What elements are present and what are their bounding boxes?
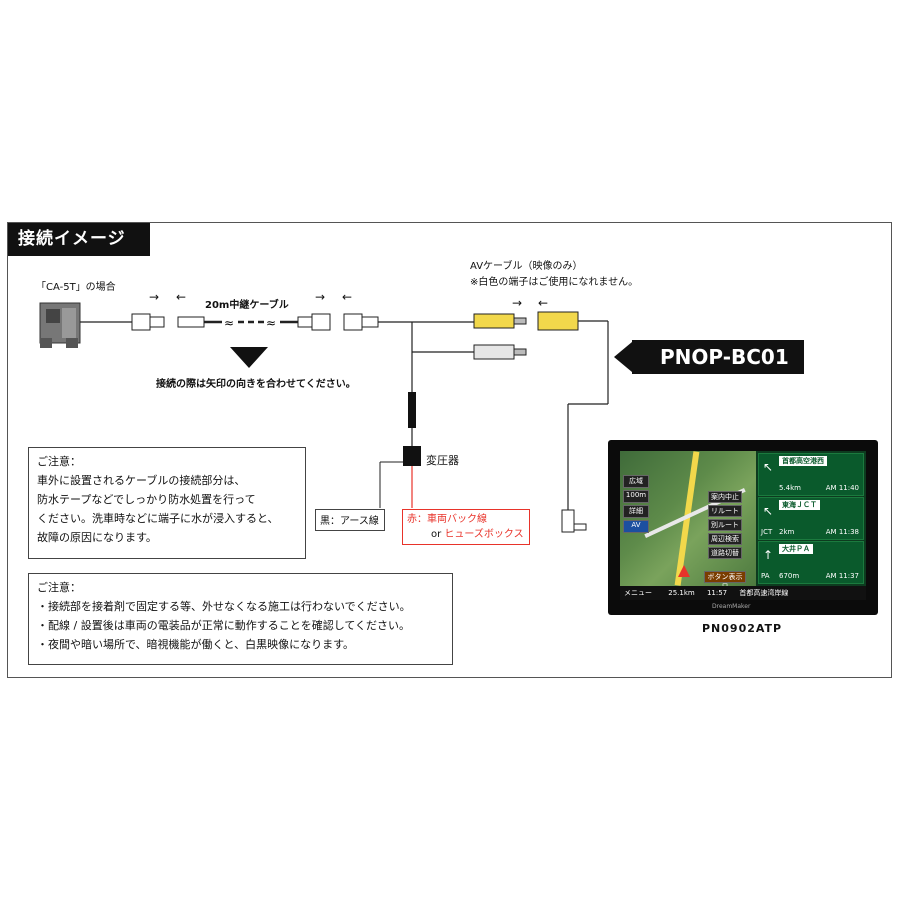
navigation-screen: 広域 100m 詳細 AV 案内中止 リルート 別ルート 周辺検索 道路切替 ボ… (620, 451, 866, 600)
connector-5 (311, 313, 331, 331)
nav-button-av[interactable]: AV (623, 520, 649, 533)
inline-fuse (408, 392, 416, 428)
junction-distance: 5.4km (779, 484, 802, 492)
caution-2-line: ・配線 / 設置後は車両の電装品が正常に動作することを確認してください。 (37, 619, 411, 632)
caution-1-line: 車外に設置されるケーブルの接続部分は、 (37, 474, 246, 487)
connector-4 (297, 316, 313, 328)
pill-pointer (614, 342, 632, 372)
arrow-left-3: ← (538, 296, 549, 310)
nav-button-wide[interactable]: 広域 (623, 475, 649, 488)
junction-tag: PA (761, 572, 770, 580)
junction-row: ↖ 首都高空港西 5.4km AM 11:40 (758, 453, 864, 496)
caution-1-title: ご注意： (37, 455, 81, 468)
connector-3 (177, 316, 205, 328)
nav-button-alt-route[interactable]: 別ルート (708, 519, 742, 531)
junction-name: 首都高空港西 (779, 456, 827, 466)
caution-2-title: ご注意： (37, 581, 81, 594)
arrow-left-2: ← (342, 290, 353, 304)
nav-button-road-switch[interactable]: 道路切替 (708, 547, 742, 559)
junction-arrow-icon: ↑ (763, 548, 774, 562)
junction-row: ↑ 大井ＰＡ PA 670m AM 11:37 (758, 541, 864, 584)
connector-1 (131, 313, 151, 331)
caution-2-line: ・夜間や暗い場所で、暗視機能が働くと、白黒映像になります。 (37, 638, 355, 651)
yellow-plug-2 (537, 311, 579, 331)
caution-2-line: ・接続部を接着剤で固定する等、外せなくなる施工は行わないでください。 (37, 600, 411, 613)
junction-distance: 670m (779, 572, 800, 580)
connector-6 (343, 313, 363, 331)
arrow-left-1: ← (176, 290, 187, 304)
arrow-right-2: → (315, 290, 326, 304)
junction-time: AM 11:37 (825, 572, 859, 580)
nav-button-nearby[interactable]: 周辺検索 (708, 533, 742, 545)
junction-distance: 2km (779, 528, 795, 536)
menu-button[interactable]: メニュー (624, 589, 652, 597)
camera-case-label: 「CA-5T」の場合 (36, 282, 116, 293)
route-distance: 25.1km (668, 589, 695, 597)
caution-1-line: 防水テープなどでしっかり防水処置を行って (37, 493, 256, 506)
product-name-pill: PNOP-BC01 (632, 340, 804, 374)
nav-button-display[interactable]: ボタン表示日 (704, 571, 746, 591)
av-cable-note: ※白色の端子はご使用になれません。 (470, 277, 639, 288)
fuse-box-label: ヒューズボックス (444, 529, 524, 540)
junction-tag: JCT (761, 528, 773, 536)
section-title: 接続イメージ (8, 223, 150, 256)
ground-wire-label: 黒：アース線 (315, 509, 385, 531)
junction-panel: ↖ 首都高空港西 5.4km AM 11:40 ↖ 東海ＪＣＴ JCT 2km … (756, 451, 866, 586)
map-view (620, 451, 756, 586)
nav-button-detail[interactable]: 詳細 (623, 505, 649, 518)
converter-box (403, 446, 421, 466)
red-wire-box: 赤：車両バック線 or ヒューズボックス (402, 509, 530, 545)
angle-plug-tip (573, 523, 587, 531)
junction-time: AM 11:40 (825, 484, 859, 492)
nav-button-reroute[interactable]: リルート (708, 505, 742, 517)
clock: 11:57 (706, 589, 728, 597)
extension-cable-label: 20m中継ケーブル (205, 300, 289, 311)
junction-arrow-icon: ↖ (763, 460, 774, 474)
break-mark-2: ≈ (266, 316, 276, 330)
nav-button-scale[interactable]: 100m (623, 490, 649, 503)
break-mark-1: ≈ (224, 316, 234, 330)
converter-label: 変圧器 (426, 454, 459, 467)
junction-time: AM 11:38 (825, 528, 859, 536)
or-label: or (431, 529, 442, 540)
road-name: 首都高速湾岸線 (739, 589, 789, 597)
junction-arrow-icon: ↖ (763, 504, 774, 518)
junction-name: 大井ＰＡ (779, 544, 813, 554)
yellow-plug-1 (473, 313, 515, 329)
camera-icon (39, 302, 81, 348)
connector-2 (149, 316, 165, 328)
caution-box-2: ご注意： ・接続部を接着剤で固定する等、外せなくなる施工は行わないでください。 … (28, 573, 453, 665)
vehicle-marker-icon (678, 565, 690, 577)
junction-row: ↖ 東海ＪＣＴ JCT 2km AM 11:38 (758, 497, 864, 540)
caution-1-line: ください。洗車時などに端子に水が浸入すると、 (37, 512, 279, 525)
angle-plug (561, 509, 575, 533)
brand-logo: DreamMaker (712, 603, 751, 610)
red-wire-label: 赤：車両バック線 (407, 514, 487, 525)
white-plug (473, 344, 515, 360)
connector-7 (361, 316, 379, 328)
arrow-right-1: → (149, 290, 160, 304)
connect-direction-note: 接続の際は矢印の向きを合わせてください。 (156, 379, 356, 390)
white-plug-tip (513, 348, 527, 356)
av-cable-title: AVケーブル（映像のみ） (470, 261, 583, 272)
down-arrow-icon (230, 347, 268, 368)
junction-name: 東海ＪＣＴ (779, 500, 820, 510)
caution-1-line: 故障の原因になります。 (37, 531, 157, 544)
nav-button-stop-guide[interactable]: 案内中止 (708, 491, 742, 503)
arrow-right-3: → (512, 296, 523, 310)
nav-status-bar: メニュー 25.1km 11:57 首都高速湾岸線 (620, 586, 866, 600)
nav-model-label: PN0902ATP (702, 622, 783, 635)
caution-box-1: ご注意： 車外に設置されるケーブルの接続部分は、 防水テープなどでしっかり防水処… (28, 447, 306, 559)
yellow-plug-tip-1 (513, 317, 527, 325)
